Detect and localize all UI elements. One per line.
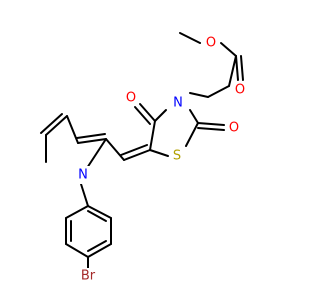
label-bg-n-pyrrole: [74, 166, 92, 184]
bond-pyr-c2-c3: [77, 138, 107, 144]
label-bg-s: [169, 148, 185, 165]
bond-n-phenyl: [80, 183, 89, 207]
bond-pyr-c4-c5-2: [40, 113, 63, 134]
bond-n-c4: [154, 109, 167, 122]
molecule-structure: O O N O O S N Br: [40, 32, 248, 285]
bond-ester-co: [235, 55, 239, 81]
atom-s: S: [173, 149, 181, 164]
bond-ph-4: [87, 243, 112, 258]
bond-c5-ch: [123, 149, 151, 161]
label-bg-br: [76, 268, 100, 285]
bond-ester-co-2: [240, 55, 244, 81]
atom-br: Br: [81, 269, 96, 284]
label-bg-n-thiazolidine: [170, 94, 188, 112]
bond-pyr-c2-n: [86, 138, 107, 169]
bond-ph-4b: [87, 240, 107, 252]
bond-c4-o-2: [134, 106, 151, 125]
bond-pyr-c4-c5: [45, 115, 68, 136]
bond-c2-o-2: [197, 127, 225, 131]
bond-pyr-c2-c3-2: [76, 133, 106, 139]
label-bg-o-2: [226, 120, 242, 136]
bond-c4-c5: [149, 120, 156, 151]
bond-ph-6: [87, 205, 112, 219]
atom-o-4: O: [126, 91, 136, 106]
bond-o-carbonyl: [220, 42, 237, 57]
bond-pyr-c3-c4: [66, 115, 79, 144]
bond-carbonyl-ch2: [228, 55, 237, 87]
atom-o-2: O: [229, 121, 239, 136]
bond-c2-s: [185, 122, 199, 147]
label-bg-o-ester-carbonyl: [232, 82, 248, 98]
bond-c4-o: [139, 103, 156, 122]
bond-n-c2: [189, 109, 199, 124]
label-bg-o-methoxy: [203, 35, 219, 51]
atom-n-pyrrole: N: [78, 168, 88, 183]
bond-c5-s: [149, 149, 169, 157]
bond-ch2-x: [207, 85, 230, 98]
label-bg-o-4: [123, 90, 139, 106]
bond-ph-3: [65, 243, 89, 258]
atom-o-methoxy: O: [206, 36, 216, 51]
bond-ph-1: [65, 205, 89, 219]
atom-n-thiazolidine: N: [173, 96, 183, 111]
bond-c5-ch-2: [120, 144, 148, 156]
atom-o-ester-carbonyl: O: [235, 83, 245, 98]
bond-ch2-n: [189, 92, 209, 98]
bond-ph-6b: [87, 210, 107, 222]
bond-methyl-o: [179, 32, 201, 44]
bond-c2-o: [197, 122, 225, 126]
bond-ch-pyrrole: [105, 138, 125, 161]
